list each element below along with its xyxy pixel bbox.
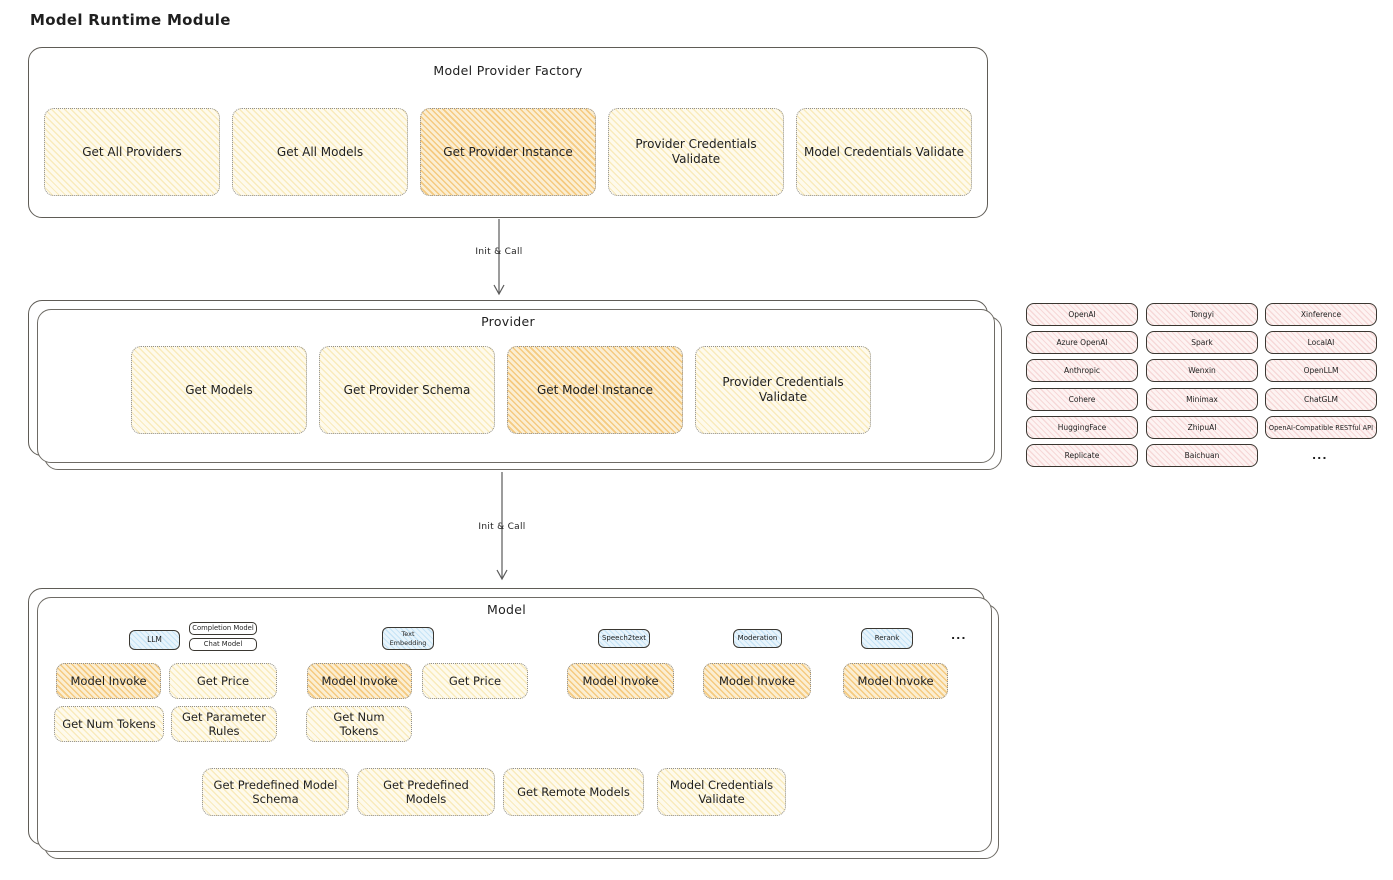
provider-list: OpenAI Azure OpenAI Anthropic Cohere Hug… <box>1026 303 1386 473</box>
provider-pill-xinference: Xinference <box>1265 303 1377 326</box>
factory-get-all-models-box: Get All Models <box>232 108 408 196</box>
arrow-down-icon <box>493 219 505 296</box>
badge-speech2text: Speech2text <box>598 629 650 648</box>
badge-llm: LLM <box>129 630 180 650</box>
arrow-down-icon <box>496 472 508 581</box>
llm-get-parameter-rules-box: Get Parameter Rules <box>171 706 277 742</box>
model-credentials-validate-box: Model Credentials Validate <box>657 768 786 816</box>
provider-pill-openai-compatible-restful-api: OpenAI-Compatible RESTful API <box>1265 416 1377 439</box>
provider-get-provider-schema-box: Get Provider Schema <box>319 346 495 434</box>
llm-get-price-box: Get Price <box>169 663 277 699</box>
provider-pill-azure-openai: Azure OpenAI <box>1026 331 1138 354</box>
init-and-call-label-1: Init & Call <box>475 247 523 257</box>
embedding-model-invoke-box: Model Invoke <box>307 663 412 699</box>
provider-pill-tongyi: Tongyi <box>1146 303 1258 326</box>
provider-pill-openllm: OpenLLM <box>1265 359 1377 382</box>
provider-pill-baichuan: Baichuan <box>1146 444 1258 467</box>
factory-panel-title: Model Provider Factory <box>433 63 583 78</box>
moderation-model-invoke-box: Model Invoke <box>703 663 811 699</box>
llm-get-num-tokens-box: Get Num Tokens <box>54 706 164 742</box>
provider-pill-replicate: Replicate <box>1026 444 1138 467</box>
embedding-get-num-tokens-box: Get Num Tokens <box>306 706 412 742</box>
provider-get-model-instance-box: Get Model Instance <box>507 346 683 434</box>
provider-pill-cohere: Cohere <box>1026 388 1138 411</box>
provider-pill-zhipuai: ZhipuAI <box>1146 416 1258 439</box>
model-panel: Model LLM Completion Model Chat Model Te… <box>28 588 985 845</box>
more-providers-ellipsis: ... <box>1312 449 1328 462</box>
provider-pill-chatglm: ChatGLM <box>1265 388 1377 411</box>
get-predefined-models-box: Get Predefined Models <box>357 768 495 816</box>
diagram-title: Model Runtime Module <box>30 11 231 29</box>
factory-get-all-providers-box: Get All Providers <box>44 108 220 196</box>
provider-credentials-validate-box: Provider Credentials Validate <box>695 346 871 434</box>
provider-pill-anthropic: Anthropic <box>1026 359 1138 382</box>
embedding-get-price-box: Get Price <box>422 663 528 699</box>
provider-pill-localai: LocalAI <box>1265 331 1377 354</box>
init-and-call-label-2: Init & Call <box>478 522 526 532</box>
provider-pill-wenxin: Wenxin <box>1146 359 1258 382</box>
factory-provider-credentials-validate-box: Provider Credentials Validate <box>608 108 784 196</box>
provider-pill-huggingface: HuggingFace <box>1026 416 1138 439</box>
badge-rerank: Rerank <box>861 628 913 649</box>
llm-model-invoke-box: Model Invoke <box>56 663 161 699</box>
get-predefined-model-schema-box: Get Predefined Model Schema <box>202 768 349 816</box>
factory-model-credentials-validate-box: Model Credentials Validate <box>796 108 972 196</box>
badge-completion-model: Completion Model <box>189 622 257 635</box>
more-model-types-ellipsis: ... <box>951 629 967 642</box>
get-remote-models-box: Get Remote Models <box>503 768 644 816</box>
badge-text-embedding: Text Embedding <box>382 627 434 650</box>
badge-chat-model: Chat Model <box>189 638 257 651</box>
speech2text-model-invoke-box: Model Invoke <box>567 663 674 699</box>
provider-pill-minimax: Minimax <box>1146 388 1258 411</box>
model-provider-factory-panel: Model Provider Factory Get All Providers… <box>28 47 988 218</box>
factory-get-provider-instance-box: Get Provider Instance <box>420 108 596 196</box>
provider-pill-spark: Spark <box>1146 331 1258 354</box>
provider-panel: Provider Get Models Get Provider Schema … <box>28 300 988 456</box>
rerank-model-invoke-box: Model Invoke <box>843 663 948 699</box>
provider-panel-title: Provider <box>481 314 535 329</box>
badge-moderation: Moderation <box>733 629 782 648</box>
provider-get-models-box: Get Models <box>131 346 307 434</box>
model-panel-title: Model <box>486 602 527 617</box>
provider-pill-openai: OpenAI <box>1026 303 1138 326</box>
